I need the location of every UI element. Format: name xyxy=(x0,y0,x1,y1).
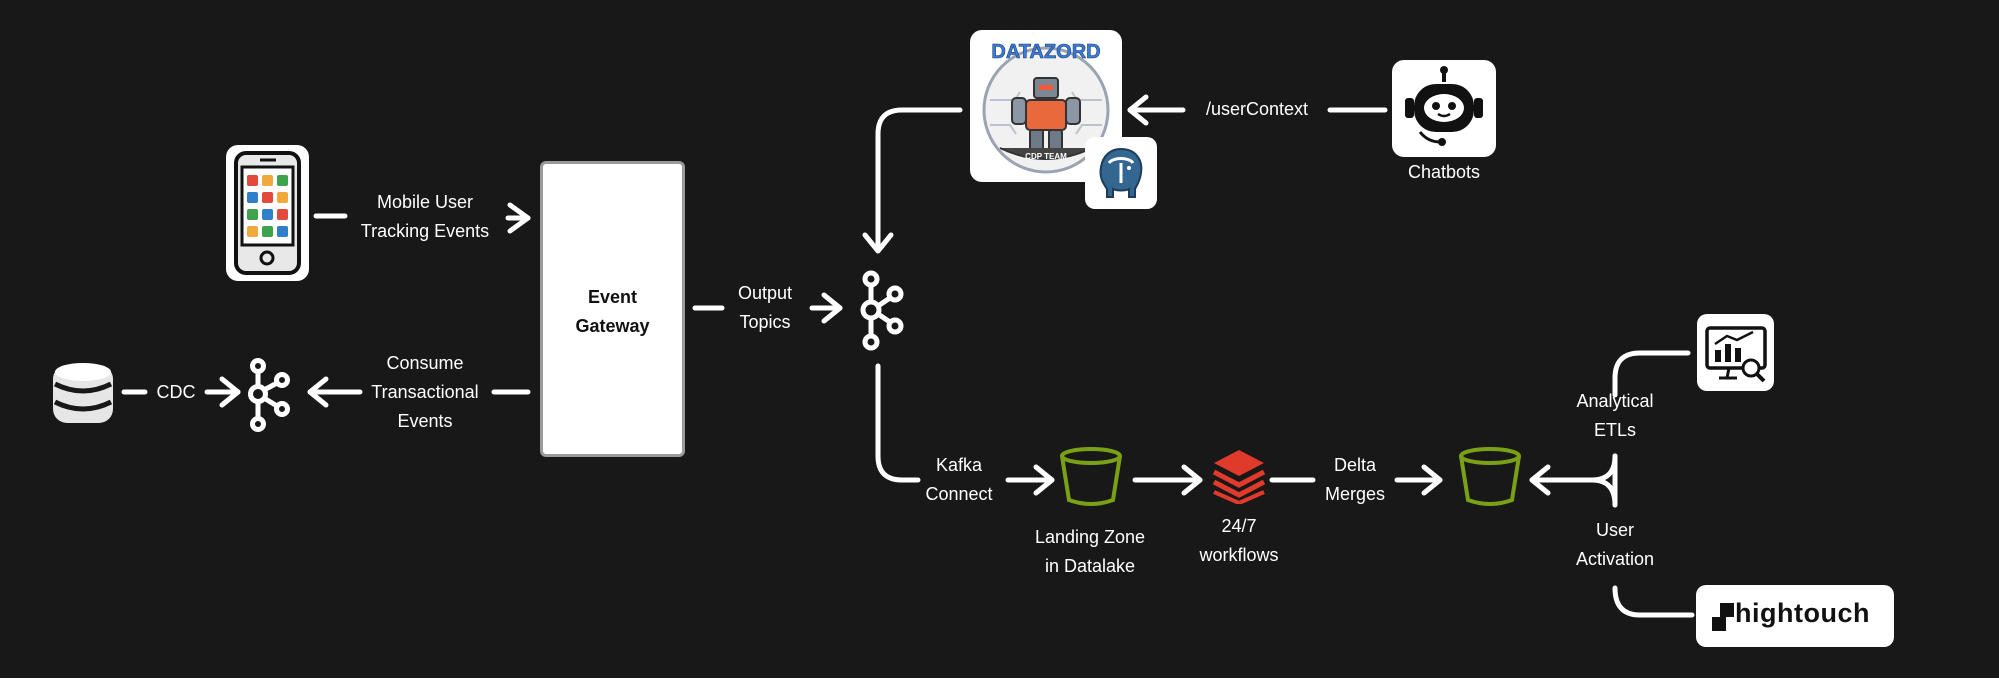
arrow-head xyxy=(1421,464,1443,496)
postgres-icon xyxy=(1099,147,1143,198)
label-output-topics: Output Topics xyxy=(737,283,793,332)
arrow-head xyxy=(507,202,531,234)
database-icon xyxy=(53,363,113,423)
arrow-head xyxy=(1529,464,1551,496)
label-workflows: 24/7 workflows xyxy=(1199,516,1279,565)
bucket-icon xyxy=(1459,447,1521,506)
label-kafka-connect: Kafka Connect xyxy=(925,455,993,504)
arrow-head xyxy=(1033,464,1055,496)
chatbot-icon xyxy=(1405,66,1483,146)
connector-line xyxy=(875,363,921,483)
hightouch-wordmark: hightouch xyxy=(1735,598,1870,628)
postgres-badge xyxy=(1085,137,1157,209)
label-analytical-etls: Analytical ETLs xyxy=(1576,391,1654,440)
chatbot-card xyxy=(1392,60,1496,157)
hightouch-card xyxy=(1696,585,1894,647)
event-gateway-label: Event Gateway xyxy=(575,287,650,336)
arrow-head xyxy=(219,376,241,408)
label-mobile-events: Mobile User Tracking Events xyxy=(360,192,490,241)
arrow-head xyxy=(307,376,329,408)
hightouch-logo-icon xyxy=(1712,603,1734,631)
connector-line xyxy=(1612,350,1691,398)
mobile-phone-icon xyxy=(226,145,309,281)
connector-line xyxy=(875,107,963,253)
label-delta-merges: Delta Merges xyxy=(1324,455,1386,504)
datazord-card: DATAZORD CDP TEAM xyxy=(970,30,1122,182)
mobile-phone-glyph xyxy=(234,151,301,275)
connector-line xyxy=(1612,585,1695,618)
label-user-context: /userContext xyxy=(1205,99,1309,119)
connector-line xyxy=(1589,477,1618,508)
databricks-icon xyxy=(1212,450,1266,504)
label-user-activation: User Activation xyxy=(1575,520,1655,569)
datazord-title: DATAZORD xyxy=(991,41,1101,64)
kafka-icon xyxy=(248,358,290,432)
analytics-dashboard-icon xyxy=(1705,326,1767,383)
datazord-subtitle: CDP TEAM xyxy=(1025,152,1067,161)
arrow-head xyxy=(1127,94,1149,126)
arrow-head xyxy=(1181,464,1203,496)
kafka-icon xyxy=(860,270,904,351)
arrow-head xyxy=(862,232,894,254)
event-gateway-node xyxy=(540,161,685,457)
label-landing-zone: Landing Zone in Datalake xyxy=(1034,527,1146,576)
analytics-card xyxy=(1697,314,1774,391)
datazord-robot-logo xyxy=(982,46,1110,174)
label-consume-events: Consume Transactional Events xyxy=(371,353,479,431)
label-cdc: CDC xyxy=(156,382,196,402)
arrow-head xyxy=(821,292,843,324)
bucket-icon xyxy=(1060,447,1122,506)
label-chatbots: Chatbots xyxy=(1407,162,1481,182)
